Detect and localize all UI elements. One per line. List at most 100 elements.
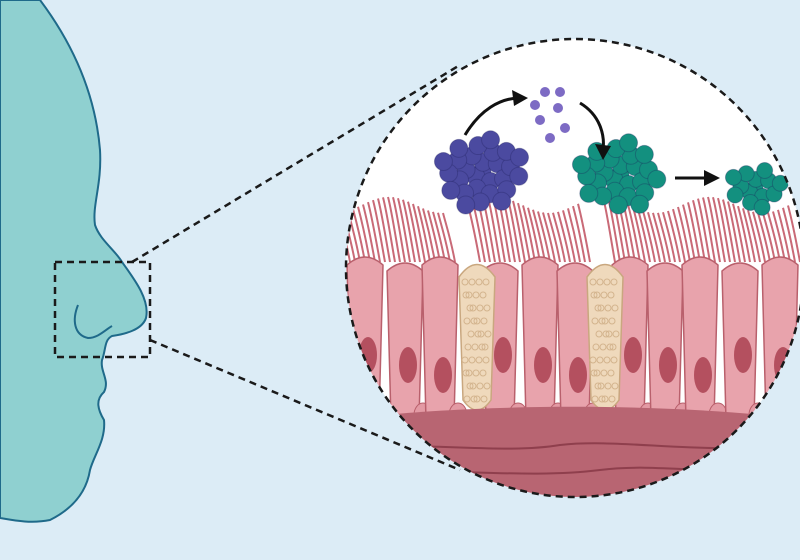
teal-particle-cluster [630,194,650,214]
mucus-granule [481,343,489,351]
cilium [692,200,706,263]
teal-particle-cluster [619,133,639,153]
cell-nucleus [434,357,452,393]
mucus-granule [602,330,610,338]
mucus-granule [593,291,601,299]
cilium [377,198,391,263]
mucus-granule [476,382,484,390]
cilium [557,211,571,263]
cell-nucleus [694,357,712,393]
mucus-granule [594,382,602,390]
mucus-granule [593,369,601,377]
cilium [647,211,661,263]
teal-particle-cluster-small [726,186,744,204]
epithelial-cell [521,256,559,421]
dispersed-particle [555,87,565,97]
epithelial-cell [421,256,459,421]
cilium [787,205,800,263]
cilium [682,204,696,263]
mucus-granule [601,317,609,325]
cilium [747,210,761,263]
dispersed-particle [553,103,563,113]
mucus-granule [608,317,616,325]
mucus-granule [478,343,486,351]
mucus-granule [479,369,487,377]
mucus-granule [607,291,615,299]
mucus-granule [603,278,611,286]
mucus-granule [598,317,606,325]
cilium [402,199,416,263]
cilium [572,205,586,263]
mucus-granule [480,395,488,403]
mucus-granule [594,304,602,312]
mucus-granule [462,369,470,377]
mucus-granule [591,317,599,325]
cilium [372,199,386,263]
mucus-granule [464,343,472,351]
cilium [512,200,526,263]
cilium [702,197,716,263]
dispersed-particle [535,115,545,125]
mucus-granule [470,395,478,403]
mucus-granule [598,395,606,403]
teal-particle-cluster [634,144,654,164]
cilium [642,210,656,263]
nostril-icon [73,304,113,340]
mucus-granule [483,304,491,312]
cilium [397,197,411,263]
cilium [737,205,751,263]
epithelial-cell [386,262,424,421]
teal-particle-cluster-small [756,161,774,179]
teal-particle-cluster [579,183,599,203]
teal-particle-cluster [608,195,628,215]
zoom-line-top [131,63,461,264]
mucus-granule [461,356,469,364]
cilium [537,211,551,263]
zoom-line-bottom [149,338,461,472]
cilium [387,196,401,263]
mucus-granule [601,395,609,403]
cilium [392,197,406,263]
cilium [422,208,436,263]
cell-nucleus [569,357,587,393]
mucus-granule [603,356,611,364]
mucus-granule [461,278,469,286]
mucus-granule [591,395,599,403]
mucus-granule [472,369,480,377]
mucus-granule [484,330,492,338]
cilium [707,196,721,263]
mucus-granule [612,330,620,338]
cilium [722,199,736,263]
mucus-granule [477,330,485,338]
purple-particle-cluster [441,180,461,200]
teal-particle-cluster [647,169,667,189]
cilium [727,201,741,263]
magnified-circle [346,39,800,497]
mucus-granule [469,304,477,312]
mucus-granule [596,278,604,286]
cilium [677,206,691,263]
mucus-granule [610,356,618,364]
mucus-granule [468,278,476,286]
mucus-granule [475,278,483,286]
cilium [777,209,791,263]
mucus-granule [600,291,608,299]
mucus-granule [468,356,476,364]
cilium [657,212,671,263]
cilium [552,212,566,263]
mucus-granule [590,291,598,299]
purple-particle-cluster [481,130,501,150]
mucus-granule [465,369,473,377]
mucus-granule [483,382,491,390]
cilium [412,203,426,263]
purple-particle-cluster [509,166,529,186]
mucus-granule [597,304,605,312]
mucus-granule [482,278,490,286]
cilium [517,202,531,263]
mucus-granule [466,382,474,390]
mucus-granule [472,291,480,299]
cilium [442,212,456,263]
mucus-granule [474,330,482,338]
cell-nucleus [624,337,642,373]
